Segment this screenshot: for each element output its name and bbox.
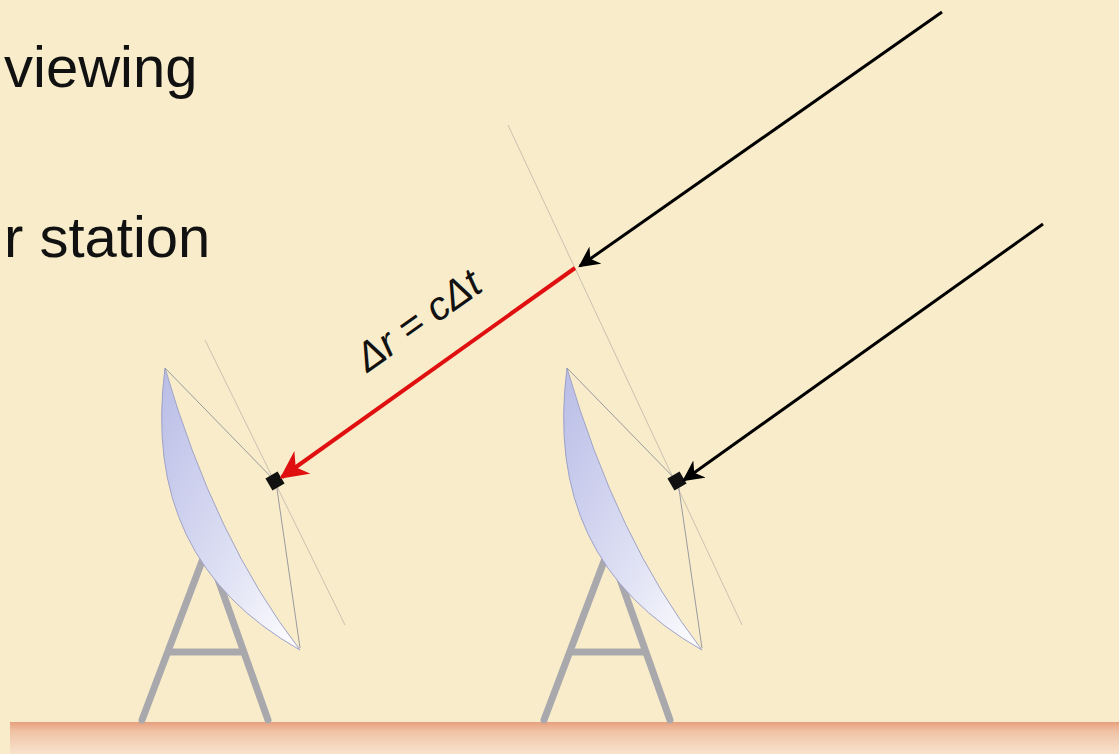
radio-dish xyxy=(544,368,702,720)
radio-dish xyxy=(142,368,300,720)
slide-text: viewing xyxy=(4,38,197,96)
slide-text: r station xyxy=(4,208,210,266)
ground-bar xyxy=(10,722,1119,754)
signal-ray xyxy=(684,224,1043,480)
signal-ray xyxy=(580,12,942,266)
